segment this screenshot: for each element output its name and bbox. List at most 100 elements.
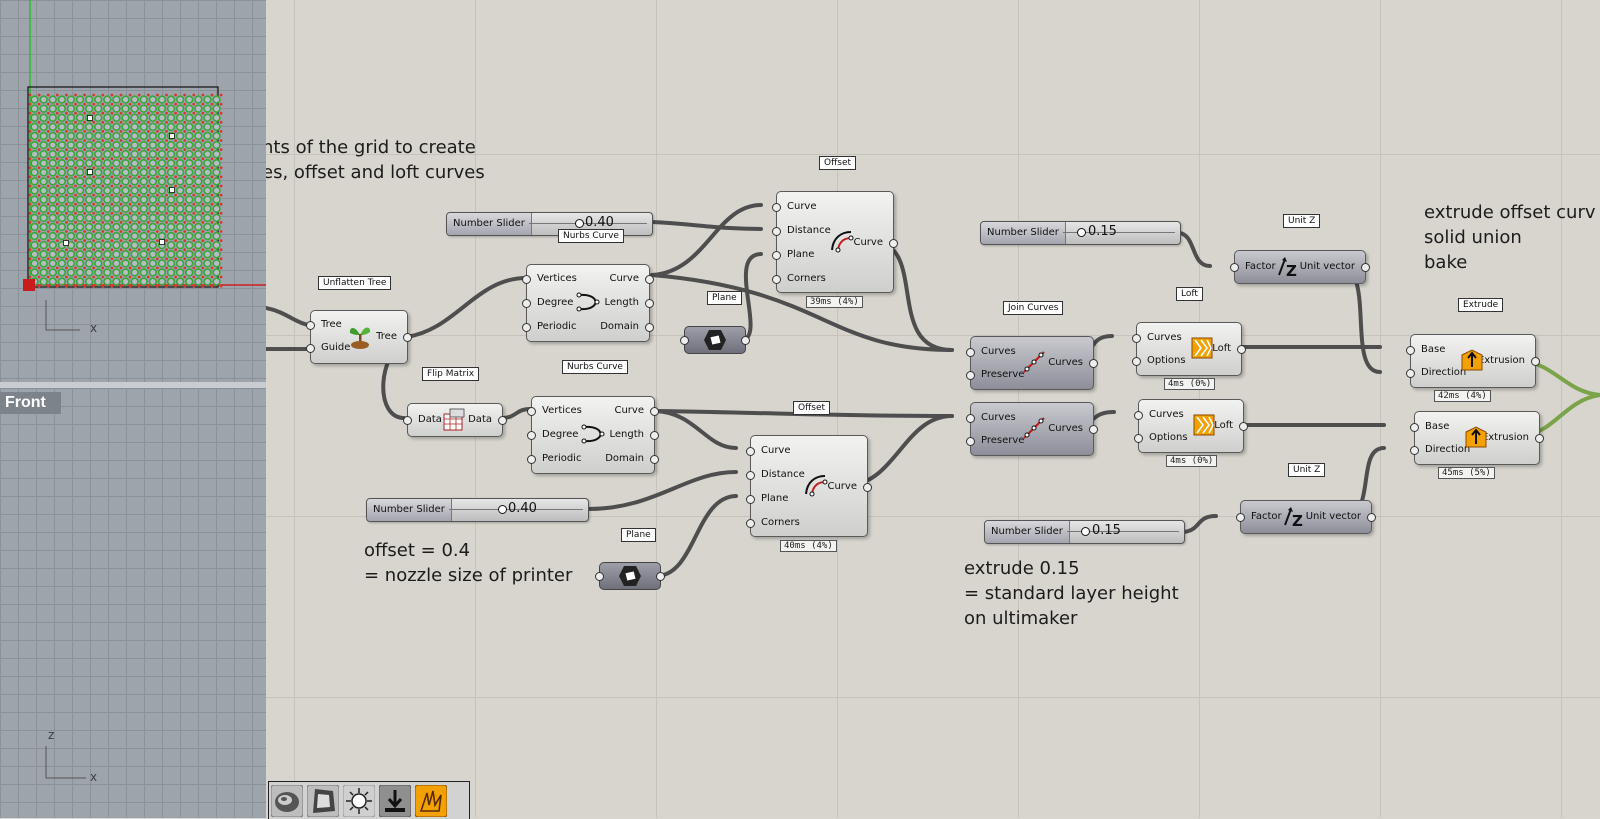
unflatten-tree-component[interactable]: Tree Guide Tree bbox=[306, 310, 412, 364]
port[interactable] bbox=[680, 336, 689, 345]
unit-z-component-top[interactable]: Factor Unit vector Z bbox=[1230, 250, 1370, 284]
port[interactable] bbox=[966, 414, 975, 423]
unflatten-output-tree-port[interactable] bbox=[403, 333, 412, 342]
port[interactable] bbox=[595, 572, 604, 581]
unflatten-input-guide-port[interactable] bbox=[306, 344, 315, 353]
mesh-node bbox=[137, 139, 141, 142]
port[interactable] bbox=[1089, 359, 1098, 368]
port[interactable] bbox=[1089, 425, 1098, 434]
grasshopper-canvas[interactable]: nts of the grid to create es, offset and… bbox=[266, 0, 1600, 818]
mesh-preview-icon[interactable] bbox=[307, 785, 339, 817]
port[interactable] bbox=[1361, 263, 1370, 272]
port[interactable] bbox=[522, 299, 531, 308]
port[interactable] bbox=[772, 227, 781, 236]
loft-component-bottom[interactable]: Curves Options Loft bbox=[1134, 399, 1248, 453]
loft-component-top[interactable]: Curves Options Loft bbox=[1132, 322, 1246, 376]
mesh-node bbox=[74, 166, 77, 170]
port[interactable] bbox=[1230, 263, 1239, 272]
join-curves-component-bottom[interactable]: Curves Preserve Curves bbox=[966, 402, 1098, 456]
port[interactable] bbox=[1237, 345, 1246, 354]
offset-component-bottom[interactable]: Curve Distance Plane Corners Curve bbox=[746, 435, 872, 537]
slider-knob[interactable] bbox=[498, 505, 507, 514]
front-viewport-title[interactable]: Front bbox=[0, 392, 61, 414]
mesh-cell bbox=[48, 177, 57, 186]
mesh-cell bbox=[175, 222, 185, 232]
extrude-component-bottom[interactable]: Base Direction Extrusion bbox=[1410, 411, 1544, 465]
mesh-cell bbox=[157, 140, 167, 150]
mesh-cell bbox=[66, 195, 76, 204]
port[interactable] bbox=[772, 275, 781, 284]
port[interactable] bbox=[889, 239, 898, 248]
port[interactable] bbox=[645, 323, 654, 332]
port[interactable] bbox=[966, 437, 975, 446]
port[interactable] bbox=[1239, 422, 1248, 431]
offset-distance-slider-top[interactable]: Number Slider 0.40 bbox=[446, 212, 653, 236]
port[interactable] bbox=[1132, 357, 1141, 366]
port[interactable] bbox=[1535, 434, 1544, 443]
mesh-cell bbox=[166, 195, 176, 204]
port[interactable] bbox=[650, 431, 659, 440]
port[interactable] bbox=[1531, 357, 1540, 366]
port[interactable] bbox=[746, 495, 755, 504]
extrude-height-slider-bottom[interactable]: Number Slider 0.15 bbox=[984, 520, 1185, 544]
port[interactable] bbox=[645, 275, 654, 284]
sphere-preview-icon[interactable] bbox=[271, 785, 303, 817]
port[interactable] bbox=[650, 455, 659, 464]
mesh-cell bbox=[139, 195, 148, 204]
mesh-node bbox=[192, 130, 196, 133]
plane-param-bottom[interactable] bbox=[595, 562, 665, 590]
offset-component-top[interactable]: Curve Distance Plane Corners Curve bbox=[772, 191, 898, 293]
port[interactable] bbox=[522, 323, 531, 332]
port[interactable] bbox=[1410, 446, 1419, 455]
mesh-node bbox=[74, 175, 77, 179]
mesh-cell bbox=[30, 131, 39, 141]
flip-matrix-component[interactable]: Data Data bbox=[403, 403, 507, 437]
slider-knob[interactable] bbox=[575, 219, 584, 228]
port[interactable] bbox=[746, 471, 755, 480]
nurbs-curve-component-bottom[interactable]: Vertices Degree Periodic Curve Length Do… bbox=[527, 396, 659, 474]
offset-distance-slider-bottom[interactable]: Number Slider 0.40 bbox=[366, 498, 589, 522]
front-viewport[interactable]: z x bbox=[0, 388, 266, 818]
mesh-node bbox=[146, 166, 150, 170]
port[interactable] bbox=[650, 407, 659, 416]
port[interactable] bbox=[1134, 434, 1143, 443]
port[interactable] bbox=[1134, 411, 1143, 420]
mesh-cell bbox=[203, 95, 212, 104]
viewport-separator[interactable] bbox=[0, 382, 266, 388]
port[interactable] bbox=[746, 447, 755, 456]
slider-knob[interactable] bbox=[1077, 228, 1086, 237]
port[interactable] bbox=[966, 348, 975, 357]
port[interactable] bbox=[741, 336, 750, 345]
port[interactable] bbox=[1367, 513, 1376, 522]
nurbs-curve-component-top[interactable]: Vertices Degree Periodic Curve Length Do… bbox=[522, 264, 654, 342]
extrude-component-top[interactable]: Base Direction Extrusion bbox=[1406, 334, 1540, 388]
top-viewport[interactable]: x bbox=[0, 0, 266, 382]
port[interactable] bbox=[746, 519, 755, 528]
flame-icon[interactable] bbox=[415, 785, 447, 817]
bake-icon[interactable] bbox=[379, 785, 411, 817]
slider-knob[interactable] bbox=[1081, 527, 1090, 536]
flip-input-port[interactable] bbox=[403, 416, 412, 425]
port[interactable] bbox=[527, 455, 536, 464]
port[interactable] bbox=[1406, 346, 1415, 355]
port[interactable] bbox=[863, 483, 872, 492]
port[interactable] bbox=[656, 572, 665, 581]
plane-param-top[interactable] bbox=[680, 326, 750, 354]
port[interactable] bbox=[1410, 423, 1419, 432]
port[interactable] bbox=[645, 299, 654, 308]
port[interactable] bbox=[1236, 513, 1245, 522]
port[interactable] bbox=[772, 203, 781, 212]
port[interactable] bbox=[1406, 369, 1415, 378]
port[interactable] bbox=[527, 407, 536, 416]
port[interactable] bbox=[1132, 334, 1141, 343]
sun-icon[interactable] bbox=[343, 785, 375, 817]
extrude-height-slider-top[interactable]: Number Slider 0.15 bbox=[980, 221, 1181, 245]
unflatten-input-tree-port[interactable] bbox=[306, 321, 315, 330]
join-curves-component-top[interactable]: Curves Preserve Curves bbox=[966, 336, 1098, 390]
port[interactable] bbox=[527, 431, 536, 440]
flip-output-port[interactable] bbox=[498, 416, 507, 425]
port[interactable] bbox=[772, 251, 781, 260]
unit-z-component-bottom[interactable]: Factor Unit vector Z bbox=[1236, 500, 1376, 534]
port[interactable] bbox=[966, 371, 975, 380]
port[interactable] bbox=[522, 275, 531, 284]
